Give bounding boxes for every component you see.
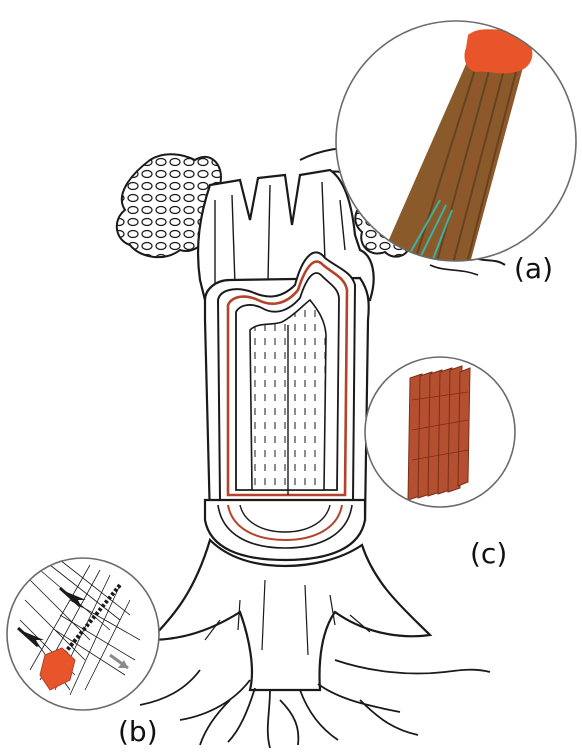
inset-c-stacked-cells — [365, 357, 515, 507]
fiber-tip — [464, 28, 532, 74]
panel-label-b: (b) — [118, 718, 158, 746]
cell-stack — [408, 366, 470, 500]
panel-label-a: (a) — [514, 255, 553, 283]
inset-b-xylem-flow — [7, 558, 159, 710]
panel-label-c: (c) — [470, 540, 507, 568]
trunk-base-flare — [150, 540, 430, 690]
